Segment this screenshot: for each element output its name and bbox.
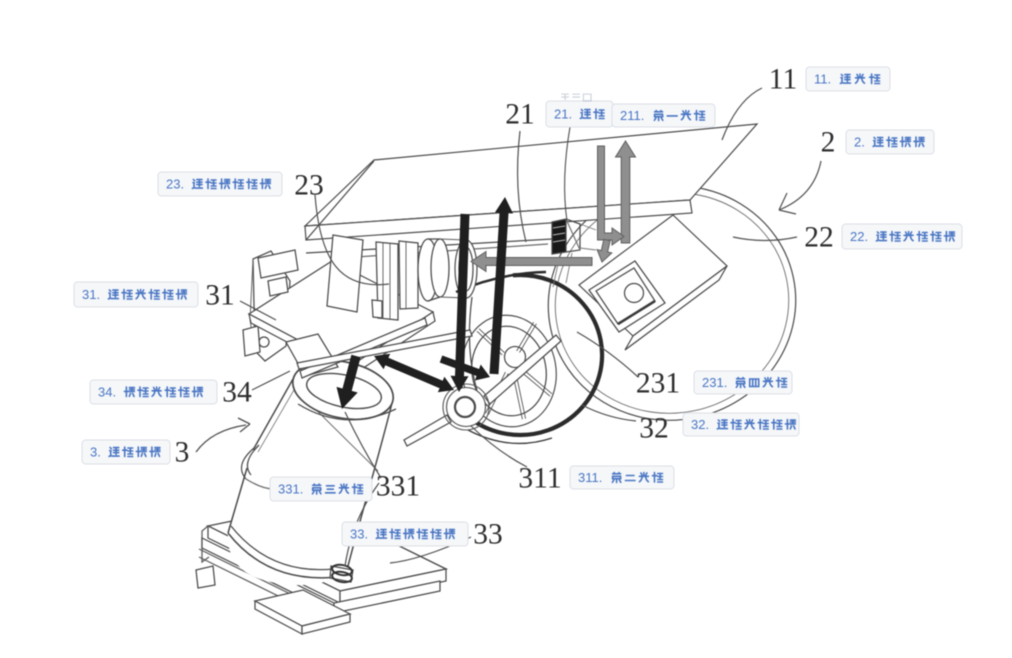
svg-text:34.: 34. bbox=[98, 385, 116, 400]
svg-text:11: 11 bbox=[769, 64, 797, 96]
svg-text:23.: 23. bbox=[166, 177, 184, 192]
svg-text:211.: 211. bbox=[620, 108, 644, 123]
svg-text:21: 21 bbox=[505, 99, 535, 131]
svg-text:2: 2 bbox=[821, 127, 836, 159]
svg-text:33: 33 bbox=[473, 519, 503, 551]
svg-text:311: 311 bbox=[518, 463, 561, 495]
svg-text:31: 31 bbox=[205, 280, 235, 312]
svg-text:231: 231 bbox=[636, 368, 680, 400]
svg-text:23: 23 bbox=[294, 170, 324, 202]
svg-text:311.: 311. bbox=[578, 470, 602, 485]
svg-text:32.: 32. bbox=[691, 417, 709, 432]
svg-text:331: 331 bbox=[376, 471, 420, 503]
svg-text:32: 32 bbox=[639, 413, 669, 445]
svg-text:2.: 2. bbox=[854, 135, 865, 150]
svg-text:21.: 21. bbox=[554, 107, 572, 122]
svg-text:3: 3 bbox=[175, 437, 190, 469]
svg-text:22.: 22. bbox=[850, 229, 868, 244]
svg-text:31.: 31. bbox=[82, 287, 100, 302]
svg-text:331.: 331. bbox=[278, 482, 303, 497]
svg-text:3.: 3. bbox=[90, 445, 101, 460]
svg-text:33.: 33. bbox=[350, 527, 368, 542]
svg-text:22: 22 bbox=[804, 222, 834, 254]
svg-text:11.: 11. bbox=[814, 72, 831, 87]
svg-text:231.: 231. bbox=[702, 375, 727, 390]
svg-text:34: 34 bbox=[222, 377, 252, 409]
